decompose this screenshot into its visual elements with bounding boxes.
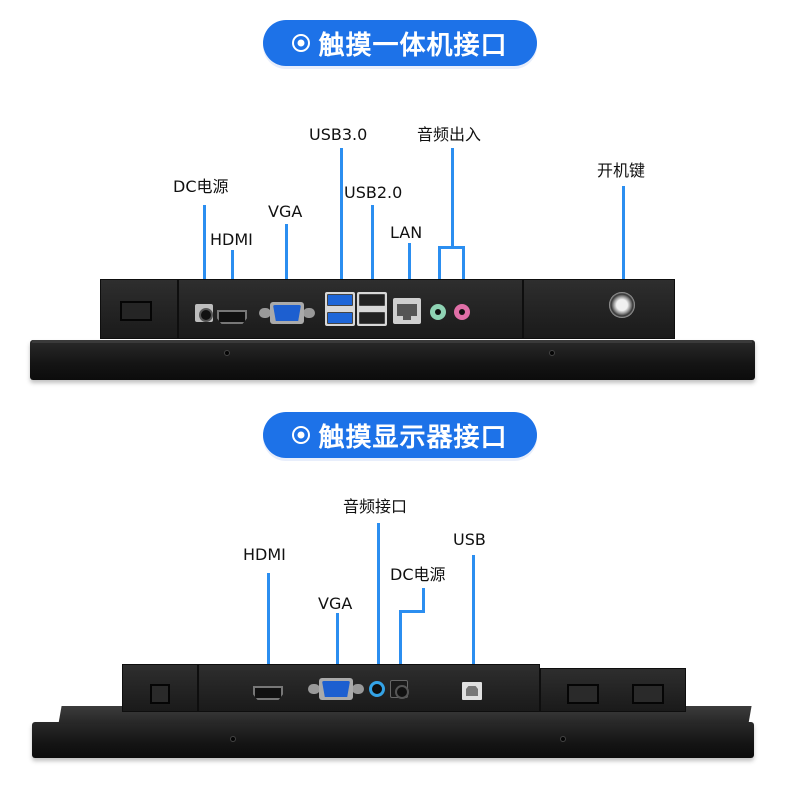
label-usb: USB [453,530,486,549]
section-title-text: 触摸一体机接口 [318,30,508,61]
label-usb3: USB3.0 [309,125,368,144]
section-title-monitor: 触摸显示器接口 [263,412,537,458]
dc-power-port-icon [390,680,409,699]
callout-line-usb2 [371,205,374,293]
callout-line-dc [203,205,206,300]
cutout-icon [632,684,664,704]
label-audio: 音频接口 [343,497,408,516]
label-vga: VGA [318,594,353,613]
label-dc-power: DC电源 [173,177,229,196]
label-audio-io: 音频出入 [417,125,482,144]
section-title-text: 触摸显示器接口 [318,422,508,453]
device-bezel [32,722,754,758]
hdmi-port-icon [253,686,283,700]
callout-line-hdmi [231,250,234,305]
side-box-right [523,279,675,339]
usb3-port-icon [325,292,355,326]
label-hdmi: HDMI [243,545,286,564]
callout-line-audio-out [438,246,441,300]
bezel-edge [32,340,752,343]
cutout-icon [150,684,170,704]
label-dc-power: DC电源 [390,565,446,584]
callout-line-audio-in [462,246,465,300]
callout-line-dc-upper [422,588,425,612]
side-box-right [540,668,686,712]
cutout-icon [120,301,152,321]
power-button-icon[interactable] [609,292,635,318]
callout-line-usb [472,555,475,680]
callout-line-vga [285,224,288,296]
vga-port-icon [259,302,315,324]
label-hdmi: HDMI [210,230,253,249]
screw-hole [549,350,555,356]
cutout-icon [567,684,599,704]
callout-bracket-audio [438,246,465,249]
side-box-left [100,279,178,339]
hdmi-port-icon [217,310,247,324]
callout-line-dc-lower [399,610,402,682]
label-usb2: USB2.0 [344,183,403,202]
lan-port-icon [393,298,421,324]
callout-line-vga [336,613,339,683]
audio-out-jack-icon [430,304,446,320]
callout-line-audio [451,148,454,247]
audio-in-jack-icon [454,304,470,320]
dc-power-port-icon [195,304,213,322]
target-icon [292,34,311,52]
callout-line-usb3 [340,148,343,293]
target-icon [292,426,311,444]
screw-hole [560,736,566,742]
callout-line-audio [377,523,380,680]
callout-line-dc-elbow [399,610,425,613]
callout-line-lan [408,243,411,298]
screw-hole [230,736,236,742]
usb-b-port-icon [462,682,482,700]
callout-line-hdmi [267,573,270,683]
device-bezel [30,340,755,380]
label-power-key: 开机键 [597,161,646,180]
section-title-allinone: 触摸一体机接口 [263,20,537,66]
label-lan: LAN [390,223,423,242]
callout-line-power [622,186,625,292]
usb2-port-icon [357,292,387,326]
audio-jack-icon [369,681,385,697]
label-vga: VGA [268,202,303,221]
vga-port-icon [308,678,364,700]
screw-hole [224,350,230,356]
